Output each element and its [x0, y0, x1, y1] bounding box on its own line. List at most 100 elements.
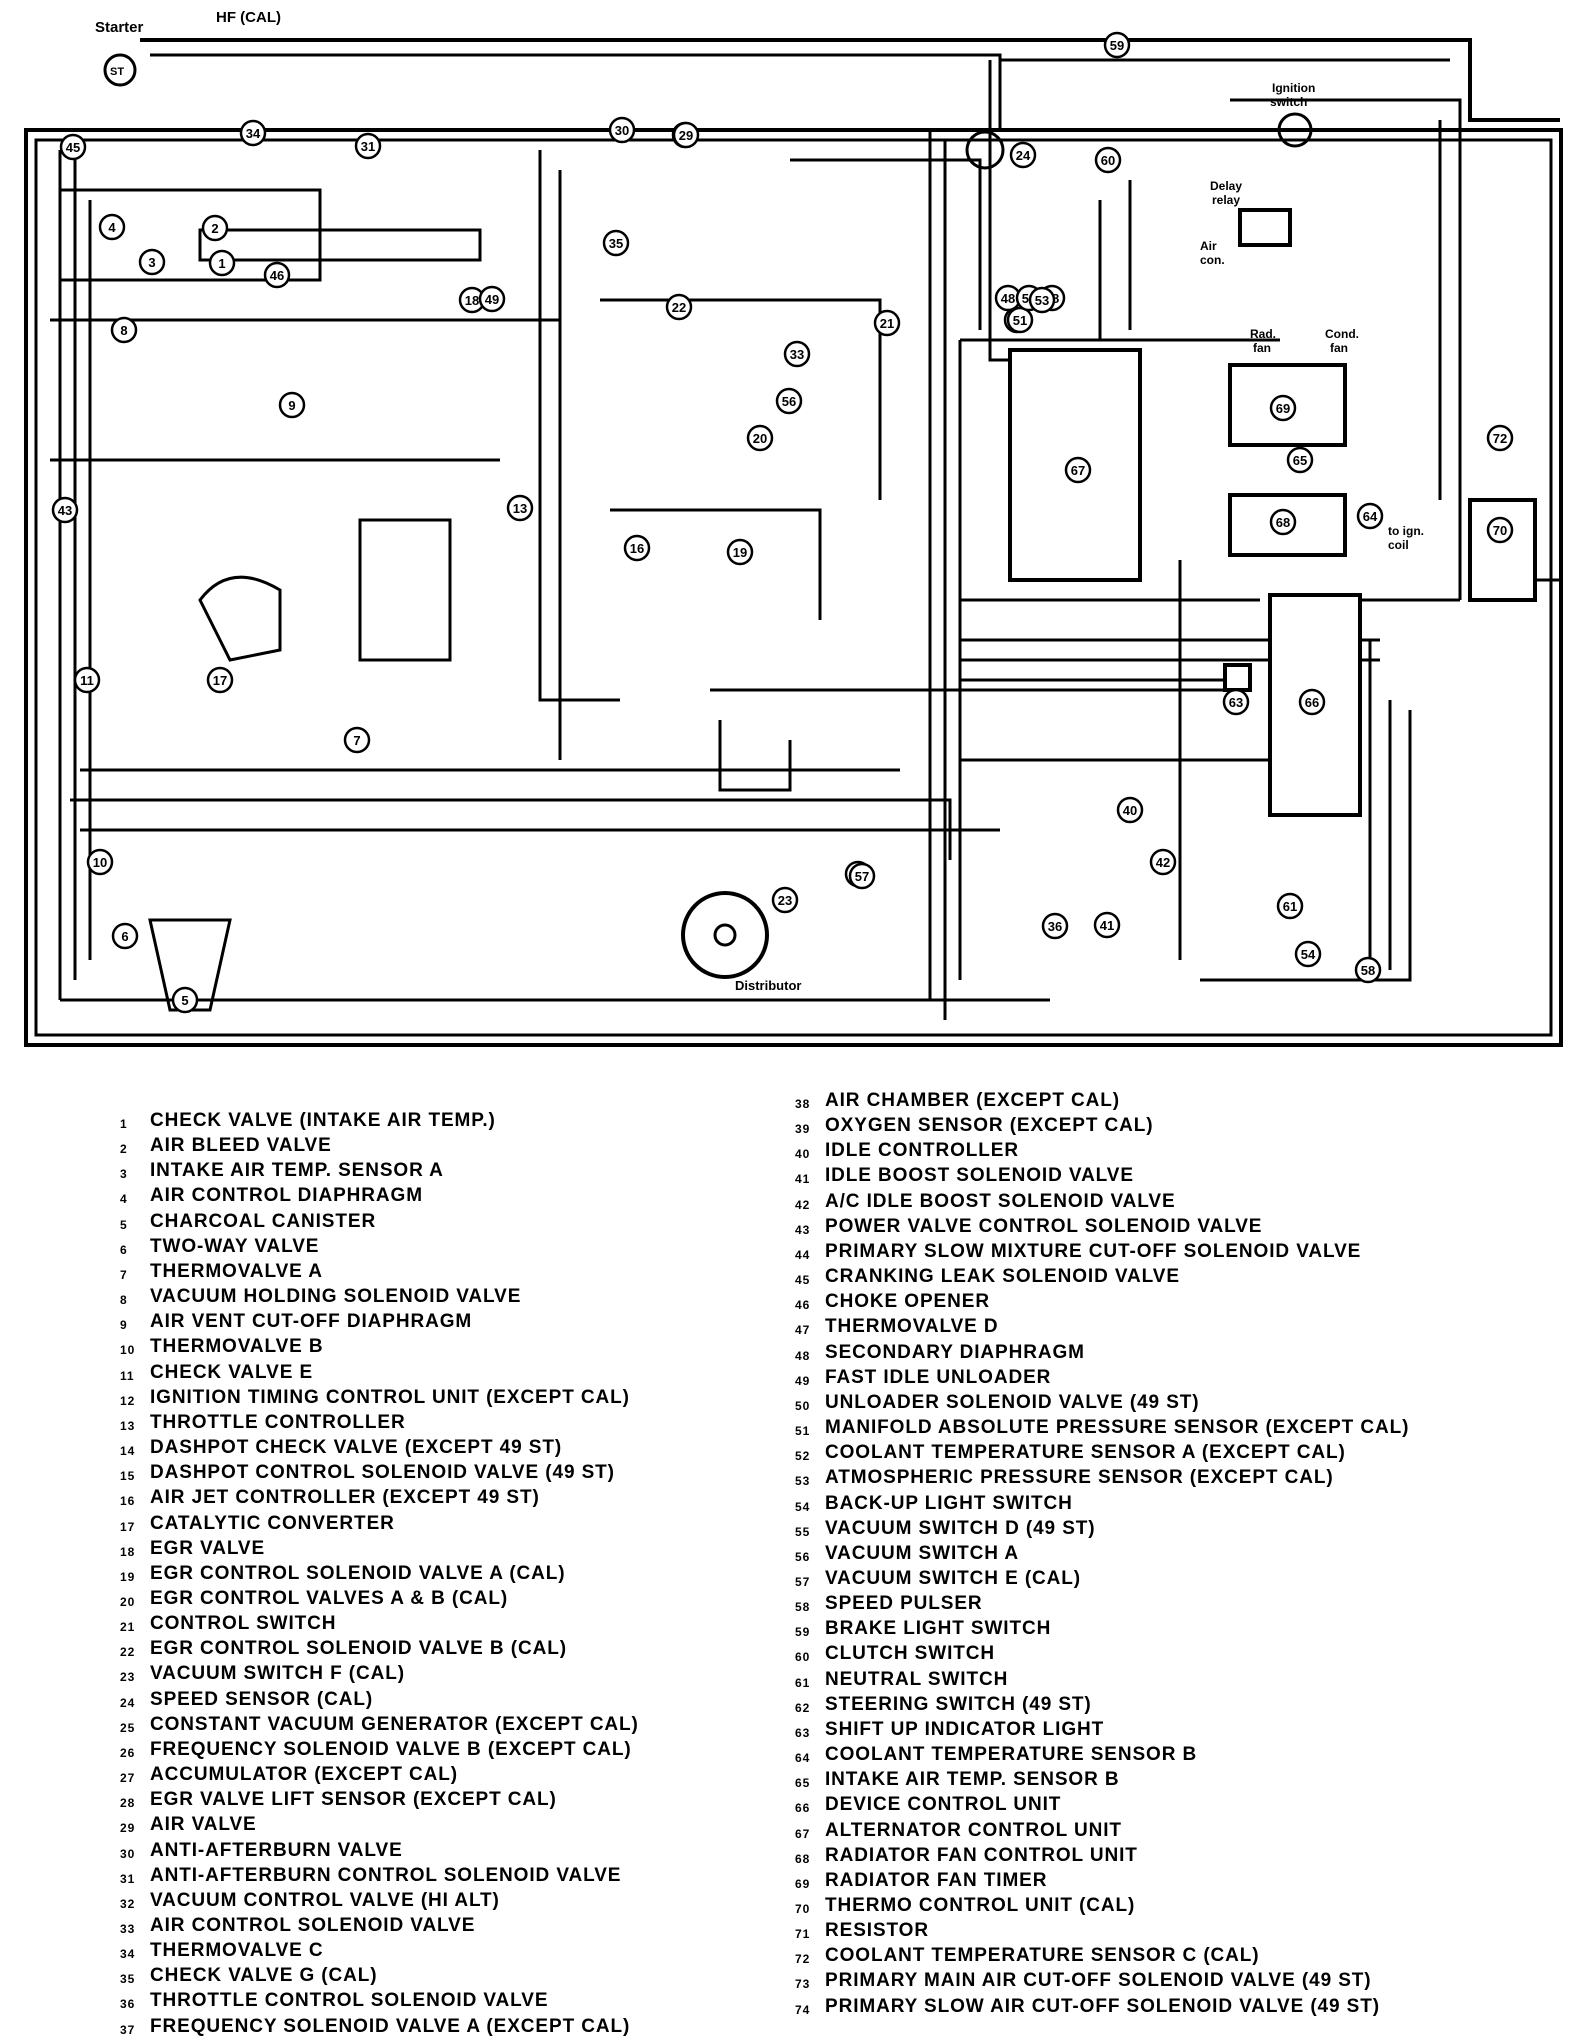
legend-text: VACUUM SWITCH A	[825, 1542, 1019, 1564]
legend-text: AIR BLEED VALVE	[150, 1135, 332, 1157]
vacuum-wiring-diagram: Starter HF (CAL) ST Ignition switch Dela…	[24, 9, 1563, 1047]
legend-number: 45	[795, 1273, 811, 1288]
callout-36: 36	[1048, 919, 1062, 934]
ignition-switch-circle	[1277, 112, 1313, 148]
legend-text: SHIFT UP INDICATOR LIGHT	[825, 1718, 1105, 1740]
legend-number: 58	[795, 1600, 811, 1615]
callout-30: 30	[615, 123, 629, 138]
legend-text: PRIMARY SLOW MIXTURE CUT-OFF SOLENOID VA…	[825, 1240, 1362, 1262]
legend-number: 16	[120, 1494, 136, 1509]
callout-45: 45	[66, 140, 80, 155]
legend-number: 32	[120, 1896, 136, 1911]
callout-58: 58	[1361, 963, 1375, 978]
legend-number: 23	[120, 1670, 136, 1685]
top-bus-wire	[140, 38, 1560, 122]
callout-circle-13	[506, 494, 534, 522]
callout-circle-23	[771, 886, 799, 914]
callout-64: 64	[1363, 509, 1378, 524]
legend-number: 74	[795, 2002, 811, 2017]
callout-46: 46	[270, 268, 284, 283]
air-con-line1: Air	[1200, 239, 1217, 253]
callout-29: 29	[679, 128, 693, 143]
legend-text: IDLE CONTROLLER	[825, 1140, 1019, 1162]
intake-block	[358, 518, 452, 662]
callout-circle-36	[1041, 912, 1069, 940]
callout-circle-30	[608, 116, 636, 144]
callout-circle-4	[98, 213, 126, 241]
callout-circle-11	[73, 666, 101, 694]
legend-text: CHARCOAL CANISTER	[150, 1210, 377, 1232]
callout-51: 51	[1013, 313, 1027, 328]
callout-49: 49	[485, 292, 499, 307]
callout-circle-58	[1354, 956, 1382, 984]
legend-number: 22	[120, 1645, 136, 1660]
legend-text: CHECK VALVE E	[150, 1361, 314, 1383]
callout-21: 21	[880, 316, 894, 331]
callout-circle-34	[239, 119, 267, 147]
legend-number: 55	[795, 1524, 811, 1539]
legend-text: AIR VALVE	[150, 1814, 257, 1836]
legend-number: 36	[120, 1997, 136, 2012]
callout-7: 7	[353, 733, 360, 748]
air-con-label: Air con.	[1200, 239, 1225, 267]
mid-wire-19	[1200, 710, 1412, 982]
legend-text: IDLE BOOST SOLENOID VALVE	[825, 1165, 1134, 1187]
legend-number: 6	[120, 1242, 128, 1257]
legend-text: THERMOVALVE C	[150, 1940, 324, 1962]
legend-text: UNLOADER SOLENOID VALVE (49 ST)	[825, 1391, 1200, 1413]
callout-69: 69	[1276, 401, 1290, 416]
legend-text: VACUUM HOLDING SOLENOID VALVE	[150, 1286, 522, 1308]
legend-number: 14	[120, 1444, 136, 1459]
hf-cal-label: HF (CAL)	[216, 9, 281, 26]
distributor-circle	[681, 891, 769, 979]
callout-circle-67	[1064, 456, 1092, 484]
to-ign-coil-label: to ign. coil	[1388, 524, 1427, 552]
legend-text: CATALYTIC CONVERTER	[150, 1512, 395, 1534]
legend-number: 3	[120, 1167, 128, 1182]
diagram-frame	[24, 128, 1563, 1047]
legend-number: 51	[795, 1424, 811, 1439]
legend-number: 65	[795, 1776, 811, 1791]
legend-number: 68	[795, 1851, 811, 1866]
legend-number: 33	[120, 1922, 136, 1936]
legend-text: ANTI-AFTERBURN VALVE	[150, 1839, 403, 1861]
legend-text: ATMOSPHERIC PRESSURE SENSOR (EXCEPT CAL)	[825, 1467, 1334, 1489]
callout-53: 53	[1035, 293, 1049, 308]
legend-number: 15	[120, 1469, 136, 1484]
legend-text: CHOKE OPENER	[825, 1291, 990, 1313]
legend-text: CLUTCH SWITCH	[825, 1643, 996, 1665]
legend-text: EGR VALVE	[150, 1537, 266, 1559]
callout-60: 60	[1101, 153, 1115, 168]
delay-relay-line2: relay	[1212, 193, 1240, 207]
legend-number: 39	[795, 1122, 811, 1137]
ignition-switch-line1: Ignition	[1272, 81, 1315, 95]
legend-text: NEUTRAL SWITCH	[825, 1668, 1009, 1690]
to-ign-coil-line1: to ign.	[1388, 524, 1424, 538]
callout-5: 5	[181, 993, 188, 1008]
callout-circle-69	[1269, 394, 1297, 422]
legend-text: THERMOVALVE B	[150, 1336, 324, 1358]
callout-6: 6	[121, 929, 128, 944]
